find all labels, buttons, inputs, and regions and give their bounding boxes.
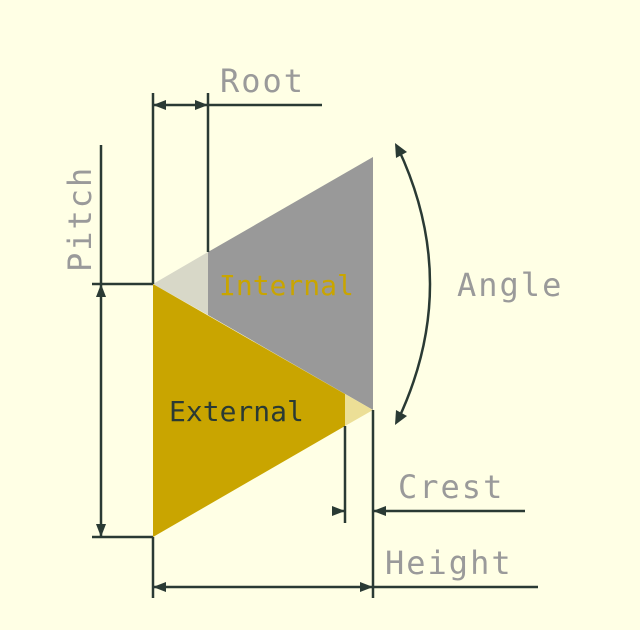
root-region <box>153 252 208 315</box>
angle-arrow-bottom <box>395 410 407 425</box>
internal-thread <box>208 157 373 410</box>
height-label: Height <box>385 544 513 582</box>
crest-arrow-right <box>373 506 386 516</box>
angle-arrow-top <box>395 143 407 158</box>
crest-arrow-left <box>332 506 345 516</box>
height-arrow-right <box>360 582 373 592</box>
pitch-arrow-bottom <box>96 524 106 537</box>
root-arrow-right <box>195 100 208 110</box>
crest-label: Crest <box>398 468 504 506</box>
internal-label: Internal <box>219 269 354 302</box>
root-arrow-left <box>153 100 166 110</box>
external-label: External <box>169 395 304 428</box>
angle-label: Angle <box>457 266 563 304</box>
crest-region <box>345 394 373 426</box>
root-label: Root <box>220 62 305 100</box>
external-thread <box>153 284 345 537</box>
pitch-label: Pitch <box>61 166 99 272</box>
pitch-arrow-top <box>96 284 106 297</box>
height-arrow-left <box>153 582 166 592</box>
angle-arc <box>396 147 432 421</box>
